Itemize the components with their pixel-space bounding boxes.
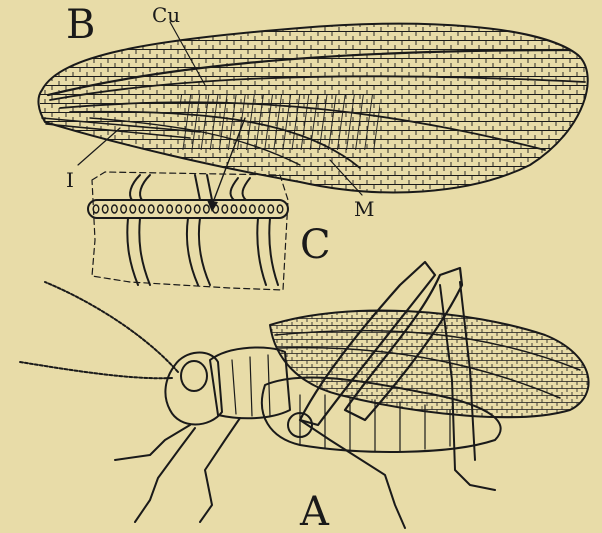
panel-label-c: C [300,222,331,268]
vein-pore [259,205,265,213]
vein-label-m: M [354,197,374,221]
vein-pores [93,205,283,213]
vein-pore [277,205,283,213]
vein-pore [185,205,191,213]
vein-pore [240,205,246,213]
vein-label-cu: Cu [152,3,180,27]
vein-pore [250,205,256,213]
vein-pore [231,205,237,213]
vein-pore [139,205,145,213]
vein-detail-c [88,172,288,290]
vein-pore [158,205,164,213]
panel-label-a: A [299,489,330,533]
vein-pore [121,205,127,213]
vein-pore [148,205,154,213]
vein-pore [167,205,173,213]
vein-pore [112,205,118,213]
vein-pore [102,205,108,213]
vein-label-i: I [66,168,74,192]
vein-pore [194,205,200,213]
vein-pore [130,205,136,213]
wing-b [38,20,600,212]
vein-pore [268,205,274,213]
vein-pore [204,205,210,213]
vein-pore [176,205,182,213]
vein-pore [222,205,228,213]
panel-label-b: B [66,2,95,48]
